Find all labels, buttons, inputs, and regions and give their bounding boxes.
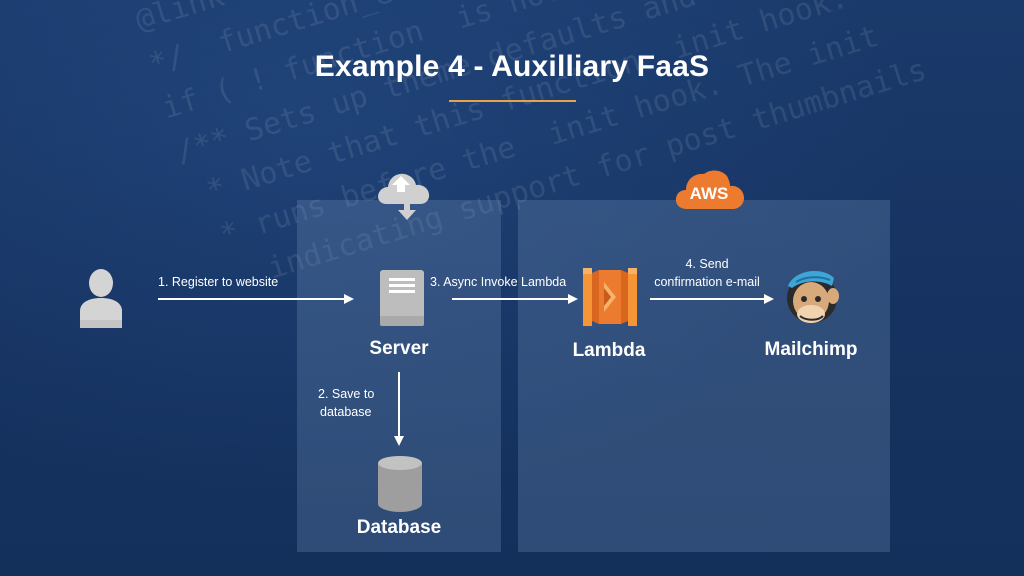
step3-label: 3. Async Invoke Lambda <box>430 275 567 289</box>
aws-zone-panel <box>518 200 890 552</box>
database-label: Database <box>356 517 442 538</box>
step1-label: 1. Register to website <box>158 275 279 289</box>
cloud-upload-icon <box>374 168 432 224</box>
lambda-label: Lambda <box>572 340 646 361</box>
step4-label-line1: 4. Send <box>685 257 729 271</box>
mailchimp-label: Mailchimp <box>764 339 858 360</box>
server-icon <box>380 270 424 326</box>
step4-label-line2: confirmation e-mail <box>654 275 760 289</box>
user-icon <box>78 268 124 328</box>
aws-cloud-icon <box>673 167 745 211</box>
lambda-icon <box>583 268 637 326</box>
slide-title: Example 4 - Auxilliary FaaS <box>314 50 710 83</box>
server-label: Server <box>369 338 429 359</box>
database-icon <box>378 456 422 512</box>
mailchimp-icon <box>782 264 842 326</box>
aws-badge-text: AWS <box>689 184 729 203</box>
step2-label-line2: database <box>320 405 372 419</box>
title-underline <box>449 100 576 102</box>
step2-label-line1: 2. Save to <box>318 387 375 401</box>
